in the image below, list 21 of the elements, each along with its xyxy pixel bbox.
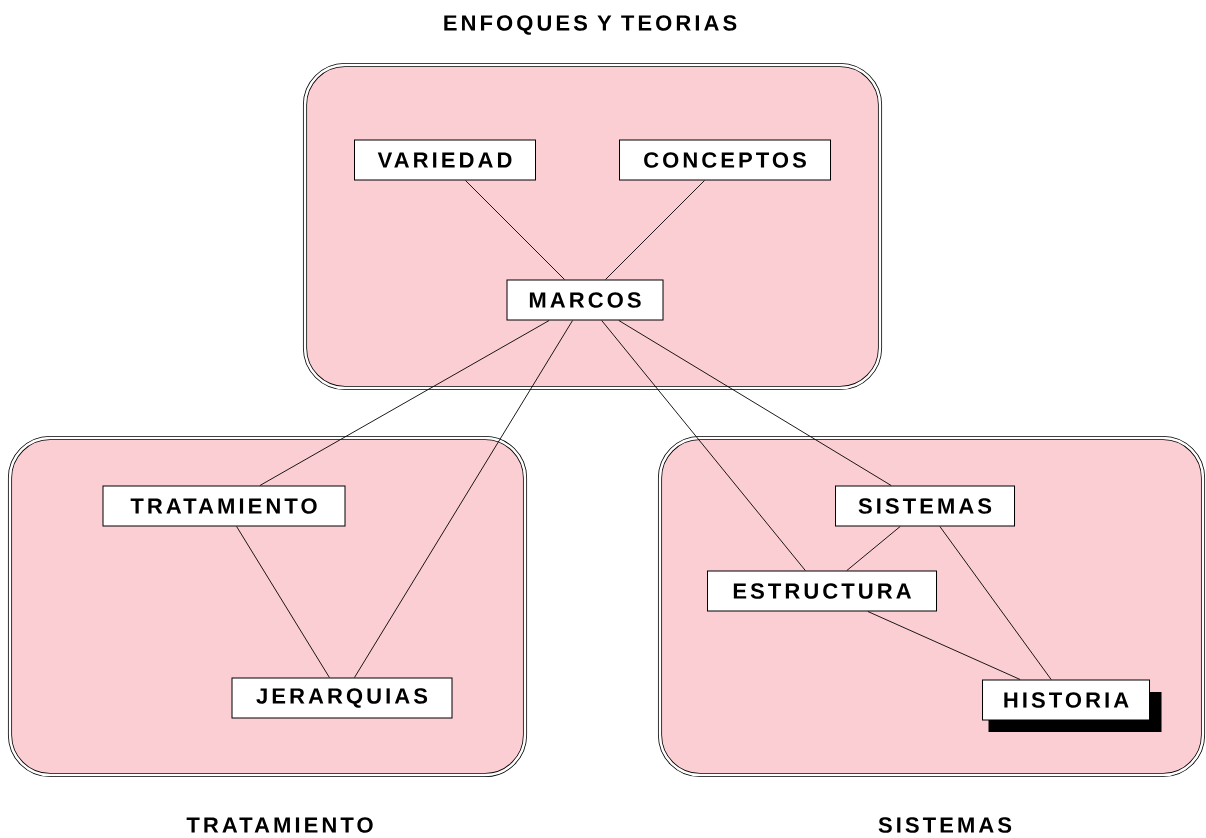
connector-line	[354, 320, 573, 678]
concept-box: CONCEPTOS	[619, 139, 831, 181]
connector-line	[939, 526, 1052, 680]
concept-box: SISTEMAS	[835, 485, 1015, 527]
concept-box: HISTORIA	[982, 679, 1162, 732]
node-label: SISTEMAS	[878, 817, 1012, 833]
node-label: TRATAMIENTO	[186, 817, 373, 833]
concept-box: VARIEDAD	[354, 139, 536, 181]
connector-line	[846, 526, 901, 571]
concept-box: ESTRUCTURA	[707, 570, 937, 612]
concept-box: TRATAMIENTO	[102, 485, 346, 527]
concept-box: MARCOS	[506, 279, 664, 321]
connector-line	[601, 320, 806, 571]
connector-line	[259, 320, 550, 486]
node-label: ENFOQUES Y TEORIAS	[444, 15, 737, 35]
connector-line	[867, 611, 1021, 680]
concept-box: JERARQUIAS	[231, 677, 453, 719]
connector-line	[236, 526, 330, 678]
connector-line	[605, 180, 705, 280]
connector-line	[465, 180, 565, 280]
connector-line	[618, 320, 892, 486]
